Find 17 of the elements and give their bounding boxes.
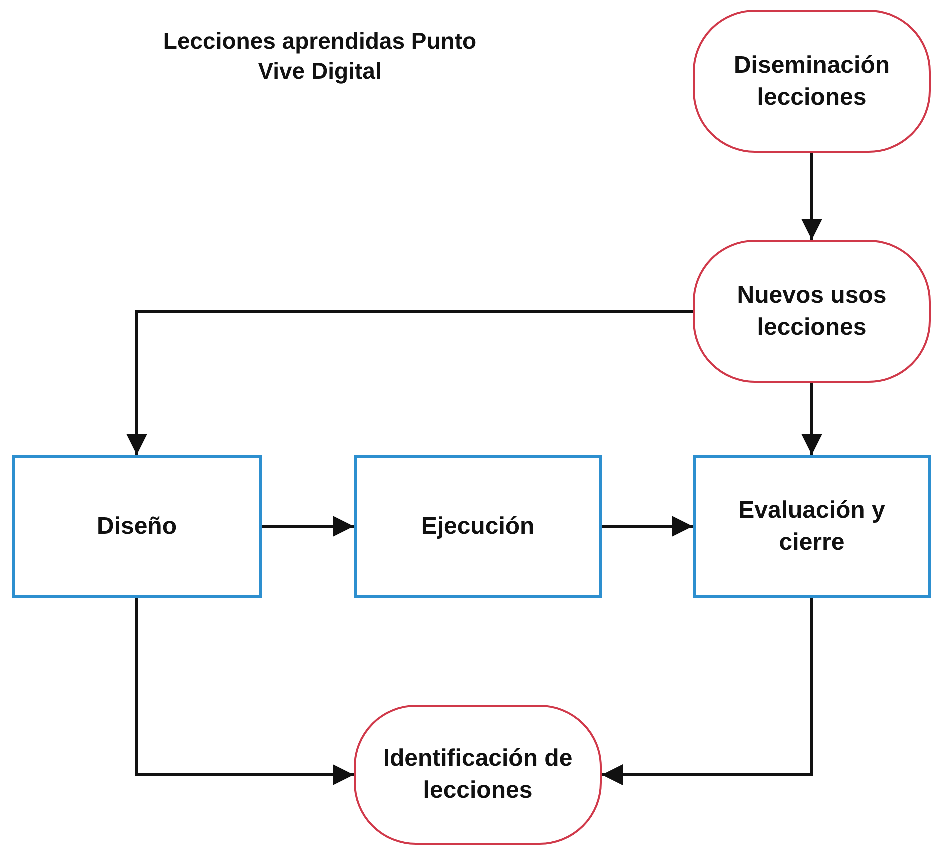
process-box bbox=[693, 455, 931, 598]
arrow bbox=[136, 598, 354, 786]
node-label: Diseño bbox=[96, 512, 178, 542]
process-box bbox=[354, 455, 602, 598]
process-box bbox=[12, 455, 262, 598]
node-label: Ejecución bbox=[420, 512, 536, 542]
node-label: Nuevos usos lecciones bbox=[736, 280, 888, 342]
arrow bbox=[802, 153, 822, 240]
arrow bbox=[602, 598, 814, 786]
arrow bbox=[126, 310, 693, 455]
node-label: Identificación de lecciones bbox=[382, 744, 574, 806]
arrow bbox=[262, 516, 354, 537]
node-label: Diseminación lecciones bbox=[732, 50, 892, 112]
arrow bbox=[602, 516, 693, 537]
diagram-title: Lecciones aprendidas Punto Vive Digital bbox=[162, 27, 478, 86]
node-label: Evaluación y cierre bbox=[738, 496, 886, 558]
arrow bbox=[802, 383, 822, 455]
